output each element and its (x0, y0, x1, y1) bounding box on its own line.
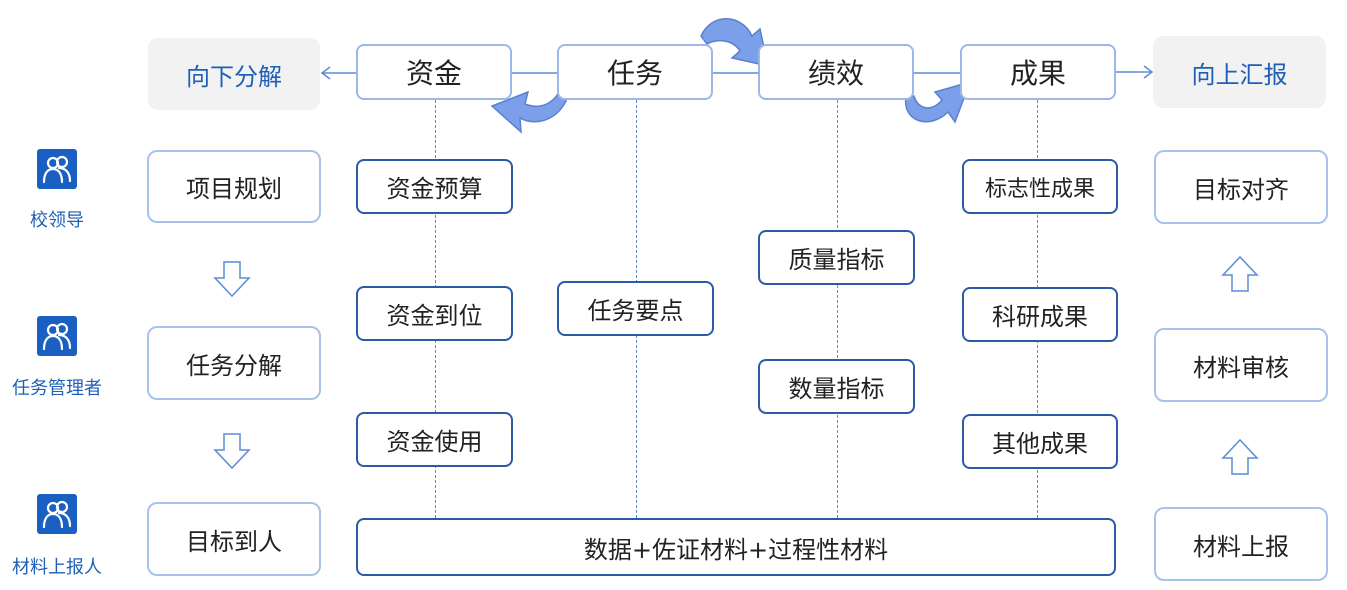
funds-usage: 资金使用 (356, 412, 513, 467)
step-material-review: 材料审核 (1154, 328, 1328, 402)
landmark-results: 标志性成果 (962, 159, 1118, 214)
people-glyph (42, 500, 72, 529)
step-project-planning: 项目规划 (147, 150, 321, 223)
step-target-alignment: 目标对齐 (1154, 150, 1328, 224)
funds-budget: 资金预算 (356, 159, 513, 214)
people-icon (37, 149, 77, 189)
down-arrow-icon (213, 433, 251, 470)
task-node: 任务 (557, 44, 713, 100)
step-target-to-person: 目标到人 (147, 502, 321, 576)
performance-node: 绩效 (758, 44, 914, 100)
funds-node: 资金 (356, 44, 512, 100)
role-material-reporter: 材料上报人 (12, 557, 102, 578)
evidence-bar: 数据+佐证材料+过程性材料 (356, 518, 1116, 576)
quantity-indicator: 数量指标 (758, 359, 915, 414)
curved-arrow-icon (490, 85, 571, 134)
report-up-header: 向上汇报 (1153, 36, 1326, 108)
role-task-manager: 任务管理者 (12, 378, 102, 399)
results-node: 成果 (960, 44, 1116, 100)
people-glyph (42, 322, 72, 351)
task-key-points: 任务要点 (557, 281, 714, 336)
quality-indicator: 质量指标 (758, 230, 915, 285)
step-task-decomposition: 任务分解 (147, 326, 321, 400)
step-material-report: 材料上报 (1154, 507, 1328, 581)
up-arrow-icon (1221, 438, 1259, 475)
people-icon (37, 494, 77, 534)
up-arrow-icon (1221, 255, 1259, 292)
people-icon (37, 316, 77, 356)
down-arrow-icon (213, 261, 251, 298)
people-glyph (42, 155, 72, 184)
role-school-leader: 校领导 (30, 210, 84, 231)
other-results: 其他成果 (962, 414, 1118, 469)
research-results: 科研成果 (962, 287, 1118, 342)
performance-dashed-line (837, 100, 838, 518)
decompose-down-header: 向下分解 (148, 38, 320, 110)
funds-arrival: 资金到位 (356, 286, 513, 341)
